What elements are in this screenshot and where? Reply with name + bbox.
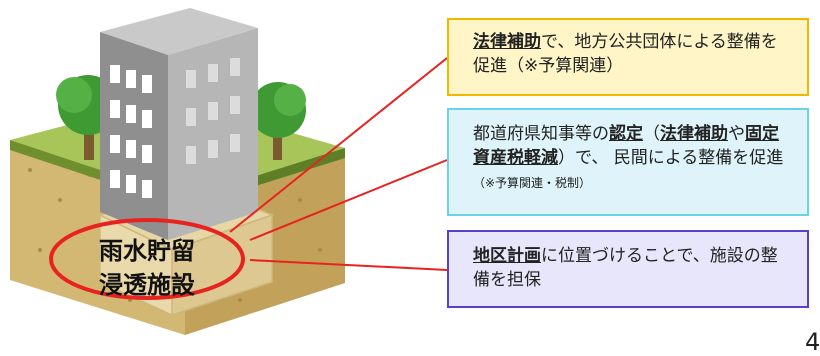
tree-right	[250, 82, 306, 160]
facility-label-line1: 雨水貯留	[99, 237, 195, 265]
callout-prefectural-certification: 都道府県知事等の認定（法律補助や固定資産税軽減）で、 民間による整備を促進 （※予…	[447, 108, 809, 216]
callout-keyword: 地区計画	[473, 246, 541, 266]
callout-text: 都道府県知事等の	[473, 124, 609, 144]
callout-keyword: 法律補助	[473, 32, 541, 52]
callout-keyword: 法律補助	[660, 124, 728, 144]
callout-text: ）で、 民間による整備を促進	[558, 148, 784, 168]
callout-text: （	[643, 124, 660, 144]
facility-label-line2: 浸透施設	[99, 271, 195, 299]
callout-text: （※予算関連・税制）	[473, 176, 592, 190]
leader-line-1	[229, 57, 448, 233]
callout-district-plan: 地区計画に位置づけることで、施設の整備を担保	[447, 230, 809, 308]
callout-text: に位置づけることで、施設の整備を担保	[473, 246, 778, 290]
callout-text: や	[728, 124, 745, 144]
leader-line-2	[249, 159, 448, 241]
leader-lines	[229, 57, 448, 271]
leader-line-3	[249, 259, 448, 271]
callout-legal-subsidy: 法律補助で、地方公共団体による整備を促進（※予算関連）	[447, 18, 809, 96]
callout-keyword: 固定資産税軽減	[473, 124, 779, 168]
callout-keyword: 認定	[609, 124, 643, 144]
page-number: 4	[805, 328, 820, 356]
building	[100, 8, 258, 240]
highlight-ellipse	[49, 218, 245, 300]
callout-text: で、地方公共団体による整備を促進（※予算関連）	[473, 32, 778, 76]
